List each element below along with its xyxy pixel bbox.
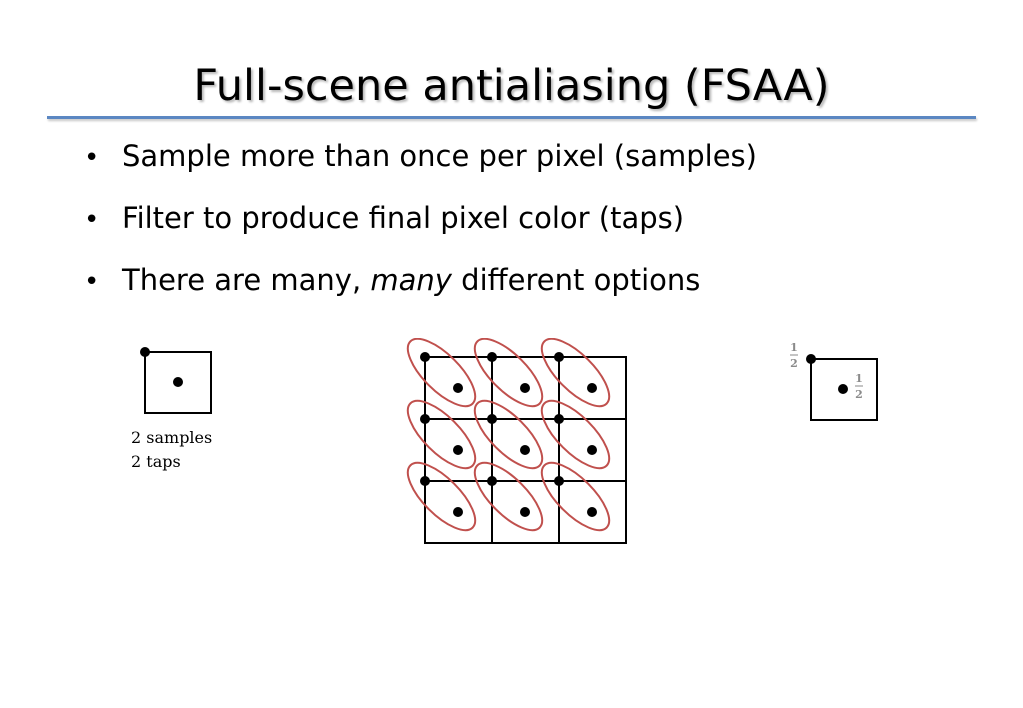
corner-sample-dot: [554, 414, 564, 424]
center-sample-dot: [838, 384, 848, 394]
caption-samples: 2 samples: [131, 428, 213, 447]
bullet-dot-icon: •: [84, 143, 100, 173]
bullet-text: Filter to produce final pixel color (tap…: [122, 201, 685, 235]
title-underline: [47, 116, 976, 119]
bullet-list: • Sample more than once per pixel (sampl…: [84, 138, 757, 324]
weight-center-numerator: 1: [855, 372, 863, 385]
bullet-item: • Filter to produce final pixel color (t…: [84, 200, 757, 238]
sample-pair-ellipse: [540, 399, 611, 470]
sample-pair-ellipse: [406, 461, 477, 532]
sample-pair-ellipse: [406, 399, 477, 470]
bullet-text: There are many, many different options: [122, 262, 700, 298]
bullet-text-part: There are many,: [122, 263, 371, 297]
center-sample-dot: [520, 507, 530, 517]
corner-sample-dot: [554, 476, 564, 486]
corner-sample-dot: [420, 414, 430, 424]
bullet-dot-icon: •: [84, 267, 100, 297]
center-sample-dot: [520, 445, 530, 455]
sample-pair-ellipse: [473, 461, 544, 532]
weighted-sample-diagram: 1 2 1 2: [790, 341, 878, 421]
corner-sample-dot: [487, 414, 497, 424]
center-sample-dot: [587, 445, 597, 455]
sample-pair-ellipse: [540, 338, 611, 408]
corner-sample-dot: [420, 476, 430, 486]
sample-pair-ellipse: [540, 461, 611, 532]
bullet-emphasis: many: [370, 263, 452, 297]
pixel-square: [810, 358, 878, 421]
corner-sample-dot: [487, 476, 497, 486]
bullet-text: Sample more than once per pixel (samples…: [122, 139, 757, 173]
bullet-item: • There are many, many different options: [84, 262, 757, 300]
sample-pair-ellipse: [473, 399, 544, 470]
corner-sample-dot: [140, 347, 150, 357]
bullet-text-part: different options: [451, 263, 701, 297]
weight-corner-denominator: 2: [790, 357, 798, 370]
caption-taps: 2 taps: [131, 452, 181, 471]
center-sample-dot: [453, 507, 463, 517]
bullet-item: • Sample more than once per pixel (sampl…: [84, 138, 757, 176]
center-sample-dot: [520, 383, 530, 393]
center-sample-dot: [173, 377, 183, 387]
sample-pair-ellipse: [473, 338, 544, 408]
corner-sample-dot: [554, 352, 564, 362]
corner-sample-dot: [806, 354, 816, 364]
center-sample-dot: [453, 445, 463, 455]
center-sample-dot: [587, 383, 597, 393]
bullet-dot-icon: •: [84, 205, 100, 235]
corner-sample-dot: [487, 352, 497, 362]
sample-pair-ellipse: [406, 338, 477, 408]
two-sample-diagram: [140, 347, 212, 414]
grid-cell: [558, 480, 627, 544]
weight-corner-numerator: 1: [790, 341, 798, 354]
center-sample-dot: [587, 507, 597, 517]
pixel-square: [144, 351, 212, 414]
center-sample-dot: [453, 383, 463, 393]
slide-title: Full-scene antialiasing (FSAA): [193, 61, 830, 111]
corner-sample-dot: [420, 352, 430, 362]
pixel-grid-diagram: [406, 338, 627, 544]
weight-center-denominator: 2: [855, 388, 863, 401]
